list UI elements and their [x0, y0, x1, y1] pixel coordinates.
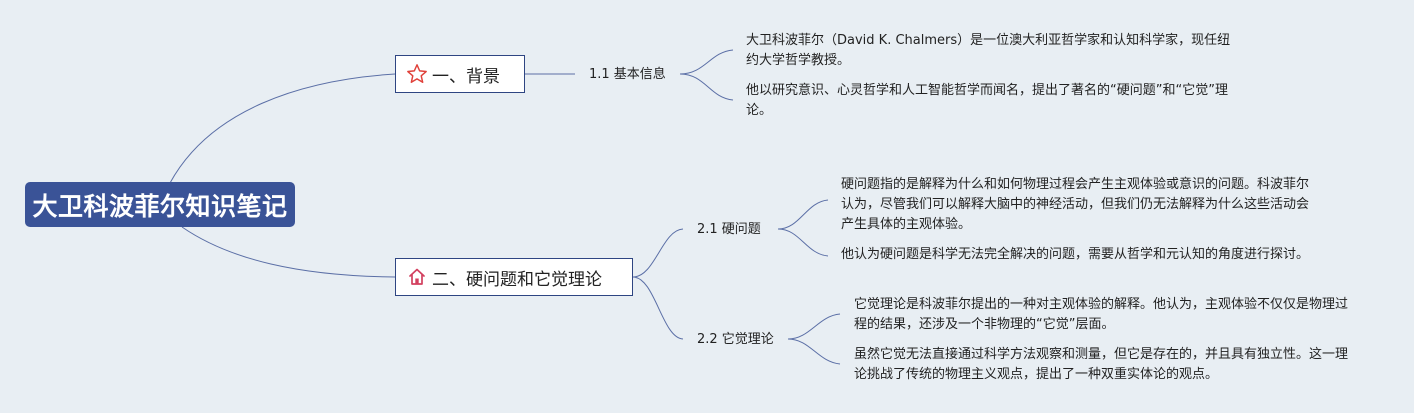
subtopic-hard-problem-label: 2.1 硬问题 — [697, 222, 761, 237]
subtopic-basic-info-label: 1.1 基本信息 — [589, 67, 666, 82]
note-tajue-theory-1-text: 它觉理论是科波菲尔提出的一种对主观体验的解释。他认为，主观体验不仅仅是物理过程的… — [854, 297, 1349, 332]
connector-sub-1-1-note-1 — [679, 49, 734, 75]
connector-branch-2-sub-2-2 — [632, 276, 684, 340]
connector-root-branch-1 — [169, 73, 396, 184]
root-topic-label: 大卫科波菲尔知识笔记 — [32, 191, 288, 221]
note-basic-info-2-text: 他以研究意识、心灵哲学和人工智能哲学而闻名，提出了著名的“硬问题”和“它觉”理论… — [746, 83, 1228, 118]
connector-sub-1-1-note-2 — [679, 73, 734, 101]
connector-sub-2-2-note-1 — [787, 313, 841, 340]
root-topic[interactable]: 大卫科波菲尔知识笔记 — [25, 182, 295, 227]
note-tajue-theory-2: 虽然它觉无法直接通过科学方法观察和测量，但它是存在的，并且具有独立性。这一理论挑… — [854, 345, 1354, 385]
connector-sub-2-1-note-1 — [777, 199, 829, 230]
note-tajue-theory-2-text: 虽然它觉无法直接通过科学方法观察和测量，但它是存在的，并且具有独立性。这一理论挑… — [854, 347, 1349, 382]
note-basic-info-2: 他以研究意识、心灵哲学和人工智能哲学而闻名，提出了著名的“硬问题”和“它觉”理论… — [746, 81, 1241, 121]
connector-branch-2-sub-2-1 — [632, 228, 684, 278]
branch-background-label: 一、背景 — [432, 66, 500, 87]
connector-sub-2-2-note-2 — [787, 338, 841, 365]
note-hard-problem-2-text: 他认为硬问题是科学无法完全解决的问题，需要从哲学和元认知的角度进行探讨。 — [841, 247, 1310, 262]
note-tajue-theory-1: 它觉理论是科波菲尔提出的一种对主观体验的解释。他认为，主观体验不仅仅是物理过程的… — [854, 295, 1354, 335]
connector-root-branch-2 — [181, 226, 396, 278]
note-hard-problem-2: 他认为硬问题是科学无法完全解决的问题，需要从哲学和元认知的角度进行探讨。 — [841, 245, 1311, 265]
note-hard-problem-1: 硬问题指的是解释为什么和如何物理过程会产生主观体验或意识的问题。科波菲尔认为，尽… — [841, 175, 1311, 235]
branch-background[interactable]: 一、背景 — [395, 55, 525, 93]
subtopic-tajue-theory-label: 2.2 它觉理论 — [697, 332, 774, 347]
note-basic-info-1: 大卫科波菲尔（David K. Chalmers）是一位澳大利亚哲学家和认知科学… — [746, 31, 1241, 71]
star-icon — [406, 63, 428, 85]
subtopic-hard-problem[interactable]: 2.1 硬问题 — [697, 221, 761, 239]
home-icon — [406, 266, 428, 288]
note-basic-info-1-text: 大卫科波菲尔（David K. Chalmers）是一位澳大利亚哲学家和认知科学… — [746, 33, 1231, 68]
branch-hard-problem-theory-label: 二、硬问题和它觉理论 — [432, 269, 602, 290]
connector-sub-2-1-note-2 — [777, 228, 829, 257]
branch-hard-problem-theory[interactable]: 二、硬问题和它觉理论 — [395, 258, 633, 296]
subtopic-basic-info[interactable]: 1.1 基本信息 — [589, 66, 666, 84]
subtopic-tajue-theory[interactable]: 2.2 它觉理论 — [697, 331, 774, 349]
note-hard-problem-1-text: 硬问题指的是解释为什么和如何物理过程会产生主观体验或意识的问题。科波菲尔认为，尽… — [841, 177, 1310, 232]
